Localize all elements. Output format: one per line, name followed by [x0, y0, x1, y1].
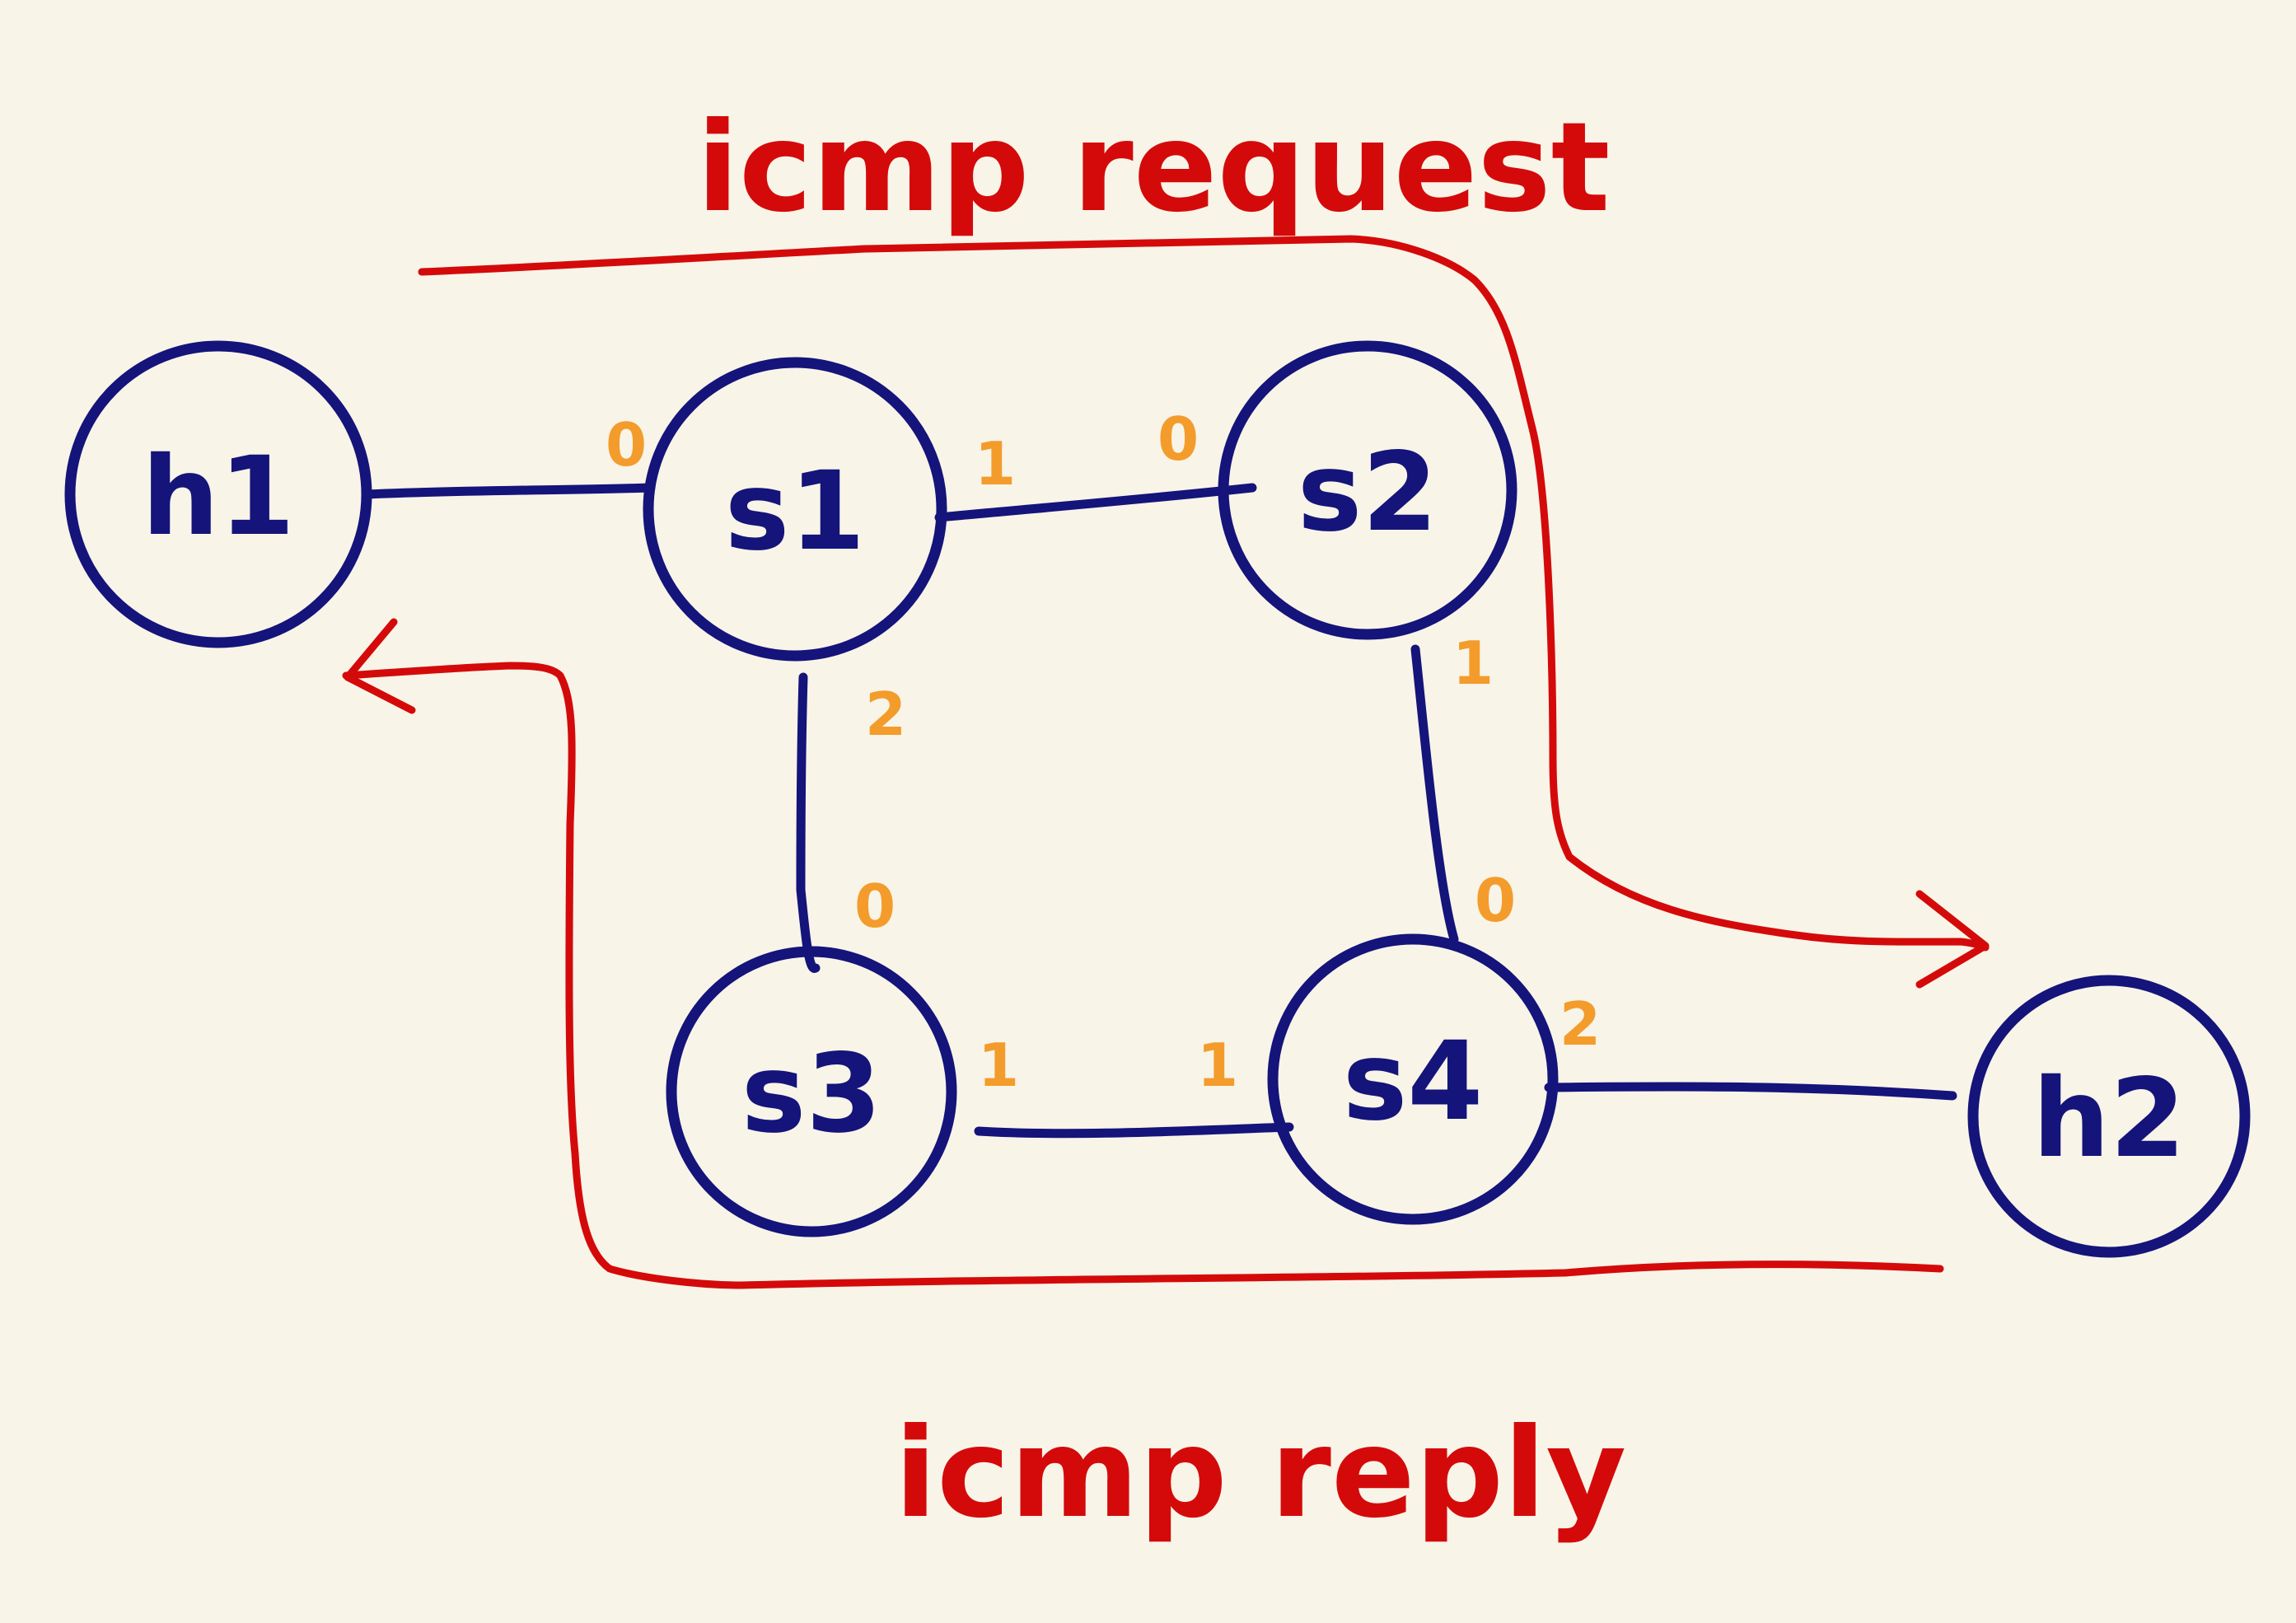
reply-arrowhead-icon [344, 618, 416, 714]
icmp-request-label: icmp request [697, 96, 1611, 240]
link-s3-s4 [974, 1122, 1294, 1139]
link-s1-s3 [796, 672, 821, 973]
port-s3-s4: 1 [978, 1031, 1019, 1100]
node-h1-label: h1 [142, 433, 295, 560]
port-s4-h2: 2 [1560, 989, 1601, 1059]
node-s2-label: s2 [1298, 429, 1438, 556]
icmp-reply-label: icmp reply [895, 1402, 1627, 1546]
link-h1-s1 [362, 483, 656, 499]
port-s2-s1: 0 [1157, 405, 1199, 474]
node-h2-label: h2 [2032, 1055, 2186, 1182]
link-s2-s4 [1410, 644, 1459, 944]
port-s1-s3: 2 [865, 680, 906, 749]
node-s3-circle[interactable] [666, 946, 957, 1237]
icmp-request-path [418, 235, 1990, 989]
request-arrowhead-icon [1915, 890, 1990, 989]
links [362, 483, 1957, 1139]
port-s1-s2: 1 [975, 429, 1016, 498]
port-s4-s2: 0 [1475, 866, 1516, 935]
node-h2-circle[interactable] [1967, 975, 2251, 1258]
node-s4-circle[interactable] [1267, 933, 1559, 1225]
port-s4-s3: 1 [1197, 1031, 1238, 1100]
node-h1-circle[interactable] [64, 340, 372, 648]
link-s1-s2 [934, 483, 1257, 522]
node-s3-label: s3 [741, 1031, 881, 1158]
port-s3-s1: 0 [854, 872, 895, 941]
port-s2-s4: 1 [1452, 629, 1494, 698]
icmp-reply-path [342, 618, 1944, 1289]
node-s1-circle[interactable] [643, 357, 947, 662]
node-s4-label: s4 [1343, 1018, 1483, 1145]
port-s1-h1: 0 [606, 410, 647, 479]
link-s4-h2 [1544, 1082, 1957, 1101]
node-s1-label: s1 [725, 448, 865, 575]
node-s2-circle[interactable] [1218, 340, 1517, 640]
